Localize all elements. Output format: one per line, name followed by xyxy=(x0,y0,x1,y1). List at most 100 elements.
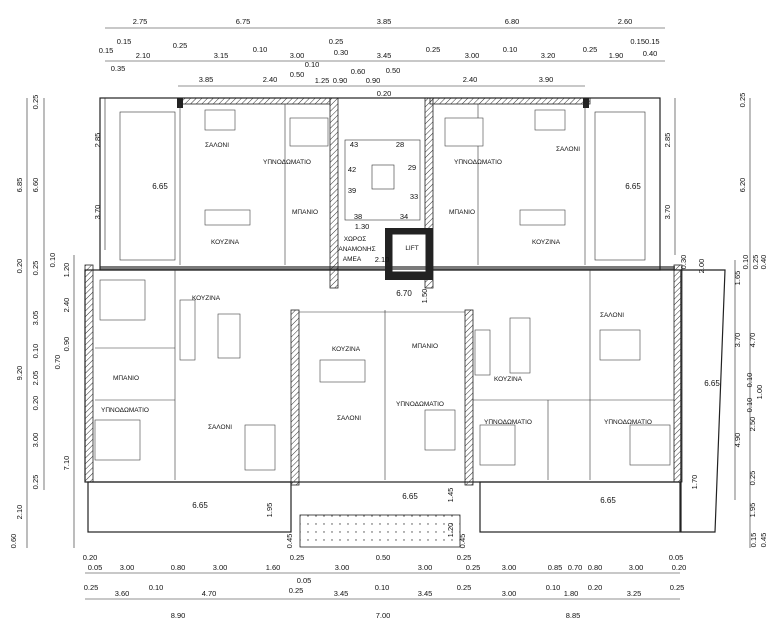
dimension-label: 3.00 xyxy=(120,563,135,572)
dimension-label: 0.25 xyxy=(670,583,685,592)
interior-dimension: 1.95 xyxy=(265,503,274,518)
dimension-label: 0.10 xyxy=(546,583,561,592)
dimension-label: 3.00 xyxy=(31,433,40,448)
dimension-label: 0.90 xyxy=(366,76,381,85)
dimension-label: 2.10 xyxy=(136,51,151,60)
dimension-label: 0.25 xyxy=(457,553,472,562)
dimension-label: 3.85 xyxy=(199,75,214,84)
level-marker: 6.65 xyxy=(152,182,168,191)
dimension-label: 3.20 xyxy=(541,51,556,60)
room-label: ΜΠΑΝΙΟ xyxy=(412,343,438,350)
interior-dimension: 0.45 xyxy=(285,534,294,549)
level-marker: 6.70 xyxy=(396,289,412,298)
room-label: ΜΠΑΝΙΟ xyxy=(113,375,139,382)
room-label: ΣΑΛΟΝΙ xyxy=(208,424,232,431)
dimension-label: 0.60 xyxy=(351,67,366,76)
dimension-label: 8.85 xyxy=(566,611,581,620)
level-marker: 6.65 xyxy=(625,182,641,191)
dimension-label: 0.10 xyxy=(48,253,57,268)
room-label: LIFT xyxy=(405,245,418,252)
level-marker: 6.65 xyxy=(192,501,208,510)
dimension-label: 3.00 xyxy=(502,589,517,598)
dimension-label: 0.10 xyxy=(741,255,750,270)
dimension-label: 3.00 xyxy=(629,563,644,572)
room-label: ΥΠΝΟΔΩΜΑΤΙΟ xyxy=(101,407,149,414)
dimension-label: 0.70 xyxy=(53,355,62,370)
dimension-label: 0.10 xyxy=(305,60,320,69)
dimension-label: 0.10 xyxy=(149,583,164,592)
dimension-label: 4.90 xyxy=(733,433,742,448)
dimension-label: 0.10 xyxy=(503,45,518,54)
dimension-label: 3.70 xyxy=(733,333,742,348)
dimension-label: 3.00 xyxy=(465,51,480,60)
dimension-label: 3.00 xyxy=(213,563,228,572)
dimension-label: 0.60 xyxy=(9,534,18,549)
dimension-label: 3.45 xyxy=(334,589,349,598)
dimension-label: 0.25 xyxy=(457,583,472,592)
dimension-label: 0.50 xyxy=(376,553,391,562)
dimension-label: 0.25 xyxy=(751,255,760,270)
dimension-label: 0.25 xyxy=(748,471,757,486)
dimension-label: 8.90 xyxy=(171,611,186,620)
dimension-label: 0.25 xyxy=(466,563,481,572)
dimension-label: 1.60 xyxy=(266,563,281,572)
dimension-label: 0.15 xyxy=(99,46,114,55)
dimension-label: 0.10 xyxy=(745,398,754,413)
dimension-label: 0.45 xyxy=(759,533,768,548)
dimension-label: 0.10 xyxy=(745,373,754,388)
dimension-label: 0.10 xyxy=(375,583,390,592)
dimension-label: 3.00 xyxy=(502,563,517,572)
walls xyxy=(84,97,726,548)
dimension-label: 6.85 xyxy=(15,178,24,193)
dimension-label: 0.15 xyxy=(117,37,132,46)
dimension-label: 0.05 xyxy=(297,576,312,585)
room-label: ΚΟΥΖΙΝΑ xyxy=(192,295,221,302)
dimension-label: 1.00 xyxy=(755,385,764,400)
dimension-label: 0.20 xyxy=(83,553,98,562)
dimension-label: 7.10 xyxy=(62,456,71,471)
dimension-label: 0.80 xyxy=(588,563,603,572)
dimension-label: 0.25 xyxy=(31,95,40,110)
dimension-label: 2.60 xyxy=(618,17,633,26)
dimension-label: 3.00 xyxy=(418,563,433,572)
stair-step-number: 33 xyxy=(410,192,418,201)
dimension-label: 4.70 xyxy=(748,333,757,348)
dimension-label: 1.65 xyxy=(733,271,742,286)
dimension-label: 0.10 xyxy=(31,344,40,359)
dimension-label: 6.20 xyxy=(738,178,747,193)
dimension-label: 3.00 xyxy=(335,563,350,572)
room-label: ΣΑΛΟΝΙ xyxy=(600,312,624,319)
dimension-label: 3.60 xyxy=(115,589,130,598)
room-label: ΧΩΡΟΣ xyxy=(344,236,367,243)
dimension-label: 0.25 xyxy=(329,37,344,46)
level-marker: 6.65 xyxy=(704,379,720,388)
interior-dimension: 1.30 xyxy=(355,222,370,231)
room-label: ΥΠΝΟΔΩΜΑΤΙΟ xyxy=(454,159,502,166)
dimension-label: 3.15 xyxy=(214,51,229,60)
dimension-label: 0.15 xyxy=(749,533,758,548)
dimension-label: 1.90 xyxy=(609,51,624,60)
dimension-label: 3.25 xyxy=(627,589,642,598)
dimension-label: 2.85 xyxy=(663,133,672,148)
room-label: ΥΠΝΟΔΩΜΑΤΙΟ xyxy=(263,159,311,166)
dimension-label: 0.25 xyxy=(738,93,747,108)
interior-dimension: 1.45 xyxy=(446,488,455,503)
furniture xyxy=(94,109,671,471)
dimension-label: 3.70 xyxy=(93,205,102,220)
stair-step-number: 39 xyxy=(348,186,356,195)
level-marker: 6.65 xyxy=(402,492,418,501)
dimension-label: 0.20 xyxy=(588,583,603,592)
dimension-label: 0.30 xyxy=(679,255,688,270)
dimension-label: 6.75 xyxy=(236,17,251,26)
dimension-label: 9.20 xyxy=(15,366,24,381)
level-marker: 6.65 xyxy=(600,496,616,505)
dimension-label: 1.25 xyxy=(315,76,330,85)
dimension-label: 2.40 xyxy=(62,298,71,313)
dimension-label: 2.75 xyxy=(133,17,148,26)
room-label: ΑΜΕΑ xyxy=(343,256,362,263)
dimension-label: 0.80 xyxy=(171,563,186,572)
stair-step-number: 28 xyxy=(396,140,404,149)
dimension-label: 2.00 xyxy=(697,259,706,274)
dimension-label: 1.20 xyxy=(62,263,71,278)
